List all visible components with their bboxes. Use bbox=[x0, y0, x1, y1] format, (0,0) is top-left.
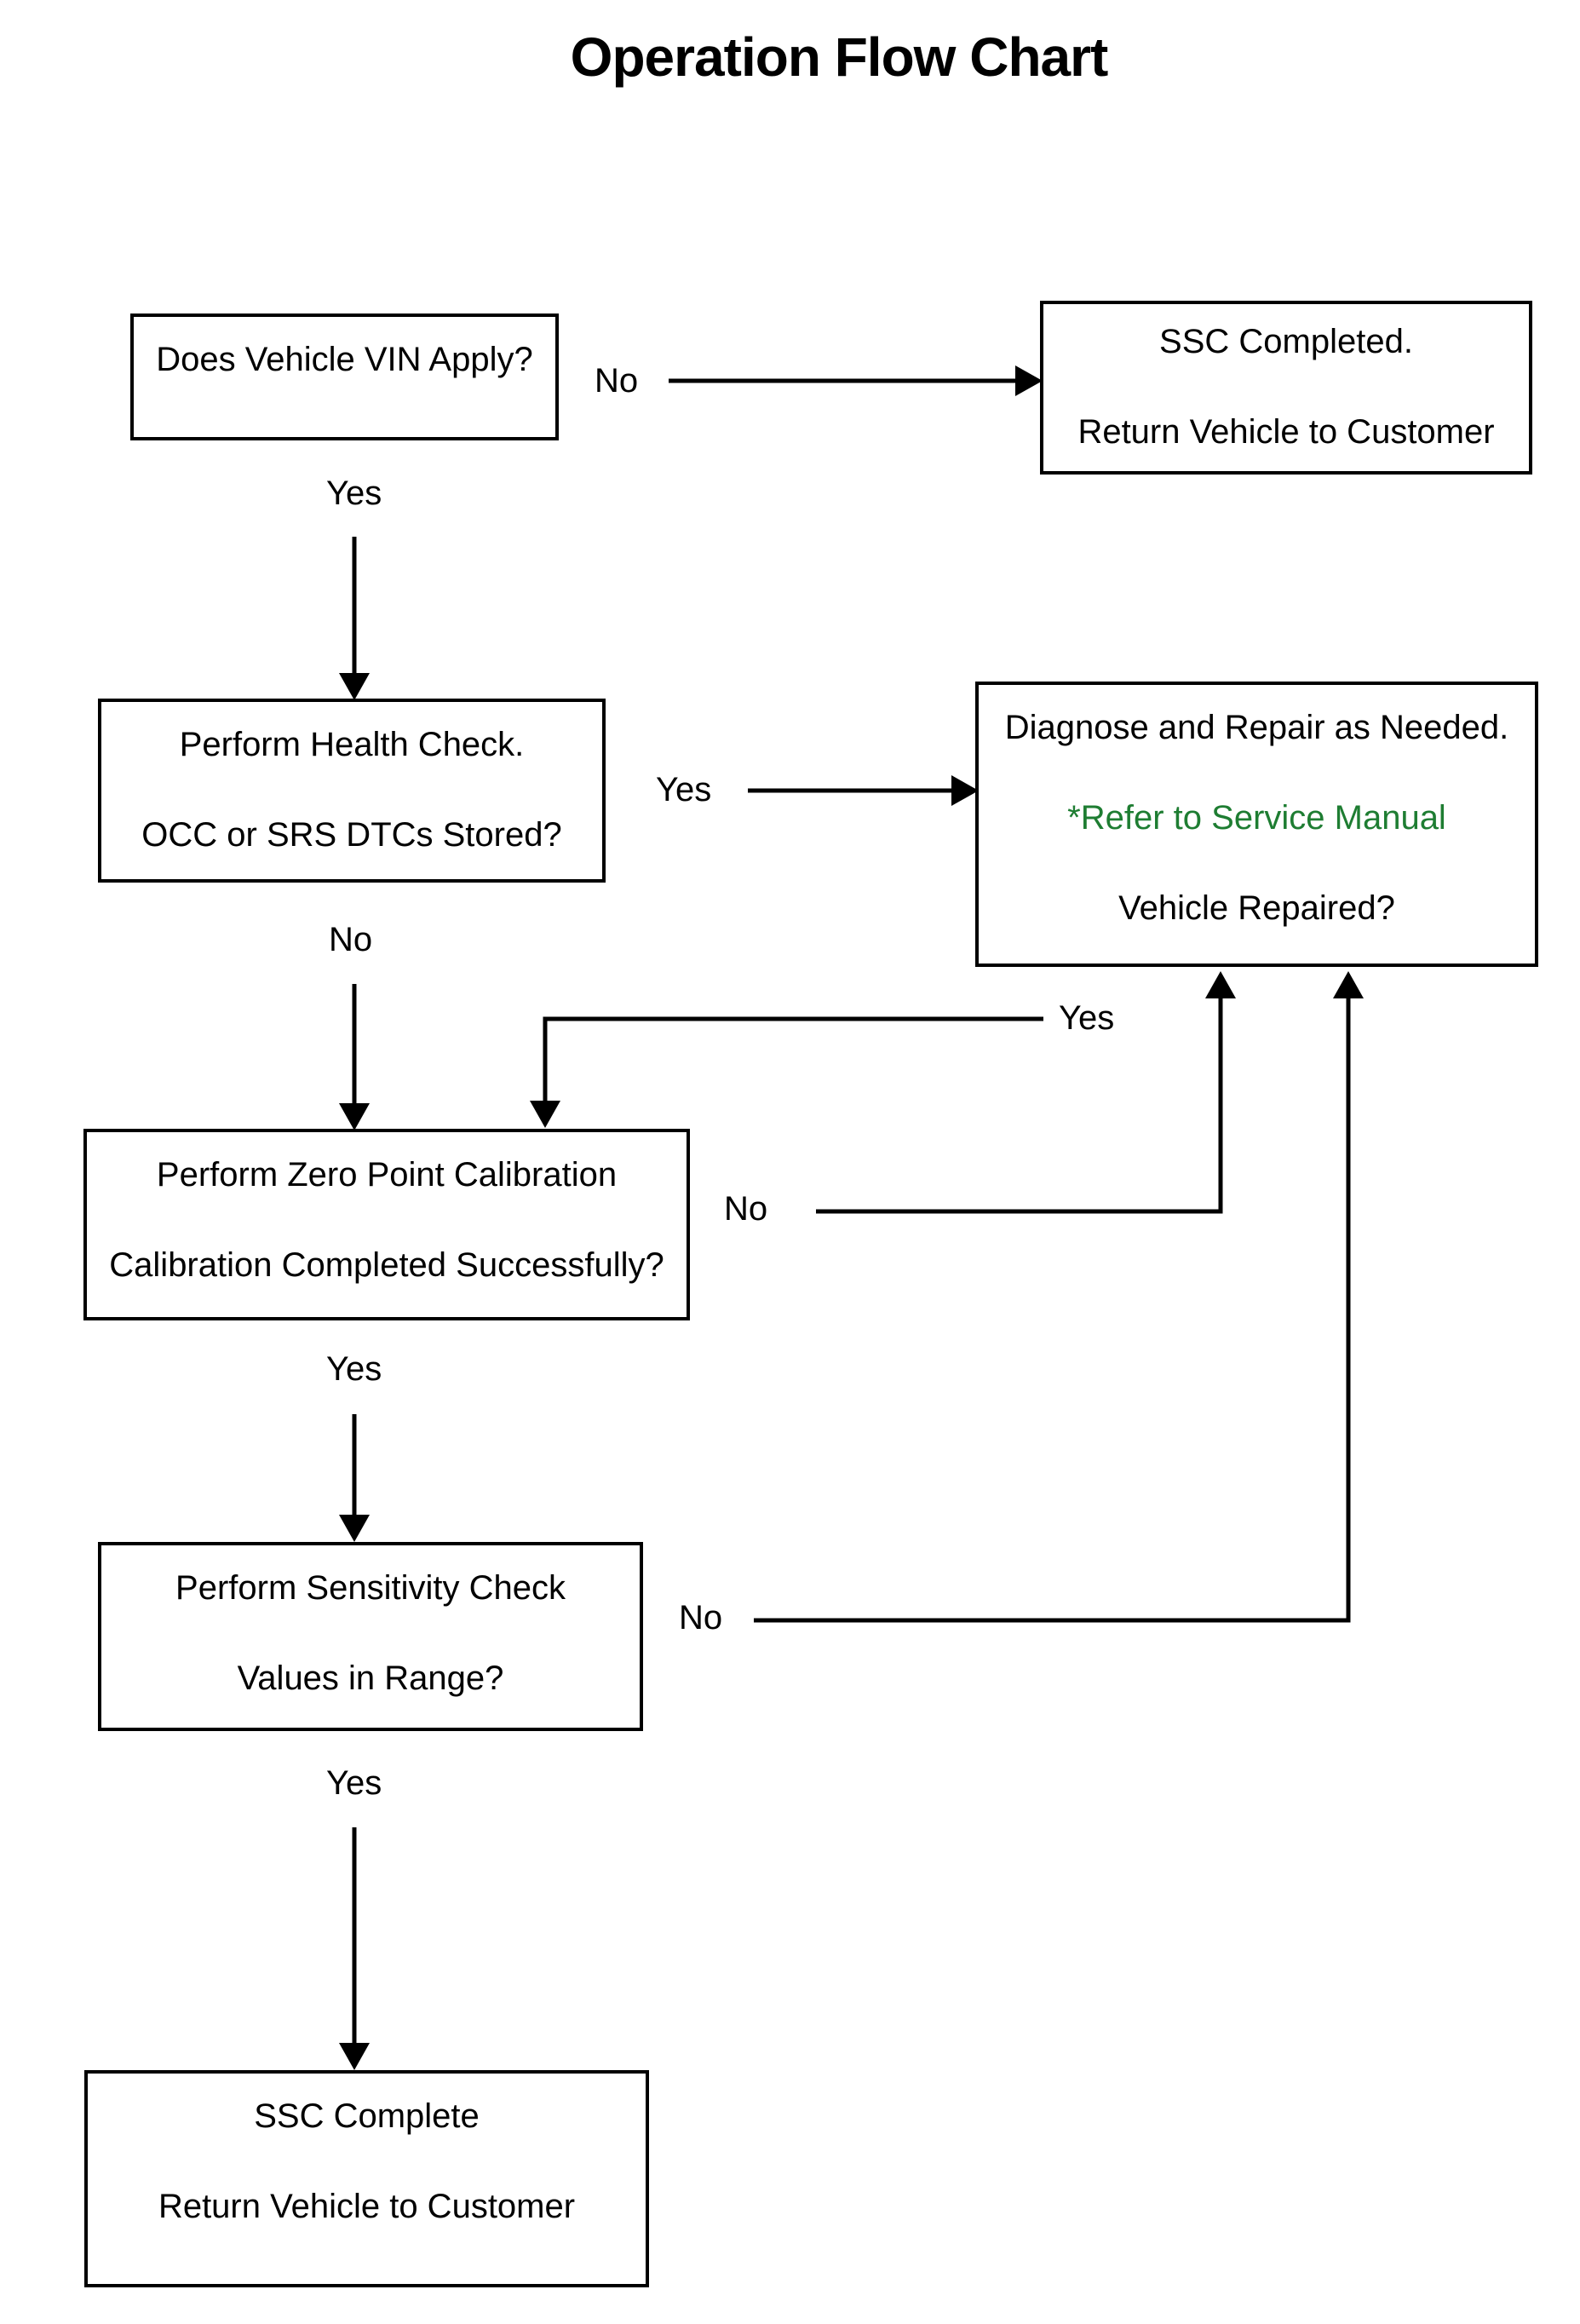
label-vin-yes: Yes bbox=[326, 475, 382, 512]
label-health-yes: Yes bbox=[656, 771, 712, 808]
node-diagnose-line1: Diagnose and Repair as Needed. bbox=[1004, 709, 1509, 746]
label-sensitivity-no: No bbox=[679, 1599, 723, 1637]
node-ssc-complete-bottom: SSC Complete Return Vehicle to Customer bbox=[84, 2070, 649, 2287]
node-ssc-complete-line1: SSC Complete bbox=[254, 2097, 480, 2135]
node-calibration-line2: Calibration Completed Successfully? bbox=[109, 1246, 664, 1284]
node-ssc-completed-line2: Return Vehicle to Customer bbox=[1077, 413, 1495, 451]
label-calibration-yes: Yes bbox=[326, 1350, 382, 1388]
node-calibration-line1: Perform Zero Point Calibration bbox=[156, 1156, 618, 1194]
node-diagnose-line3: Vehicle Repaired? bbox=[1118, 889, 1395, 927]
node-ssc-complete-line2: Return Vehicle to Customer bbox=[158, 2188, 576, 2225]
node-ssc-completed-line1: SSC Completed. bbox=[1159, 323, 1413, 360]
edge-repaired-yes-arrow bbox=[530, 1016, 1043, 1128]
edge-calibration-no-arrow bbox=[816, 971, 1236, 1214]
edge-health-no-arrow bbox=[339, 984, 370, 1130]
node-diagnose-line2-green: *Refer to Service Manual bbox=[1067, 799, 1446, 837]
node-health-check-line1: Perform Health Check. bbox=[179, 726, 525, 763]
edge-sensitivity-yes-arrow bbox=[339, 1827, 370, 2070]
node-zero-point-calibration: Perform Zero Point Calibration Calibrati… bbox=[83, 1129, 690, 1320]
label-health-no: No bbox=[329, 921, 373, 958]
page-title: Operation Flow Chart bbox=[570, 26, 1109, 88]
node-vin-check-text: Does Vehicle VIN Apply? bbox=[156, 341, 533, 378]
label-vin-no: No bbox=[595, 362, 639, 400]
edge-vin-no-arrow bbox=[669, 365, 1043, 396]
label-repaired-yes: Yes bbox=[1059, 999, 1115, 1037]
edge-calibration-yes-arrow bbox=[339, 1414, 370, 1542]
edge-health-yes-arrow bbox=[748, 775, 979, 806]
label-sensitivity-yes: Yes bbox=[326, 1764, 382, 1802]
node-sensitivity-check: Perform Sensitivity Check Values in Rang… bbox=[98, 1542, 643, 1731]
node-diagnose-repair: Diagnose and Repair as Needed. *Refer to… bbox=[975, 682, 1538, 967]
node-health-check: Perform Health Check. OCC or SRS DTCs St… bbox=[98, 699, 606, 883]
node-sensitivity-line1: Perform Sensitivity Check bbox=[175, 1569, 566, 1607]
node-health-check-line2: OCC or SRS DTCs Stored? bbox=[141, 816, 562, 854]
node-vin-check: Does Vehicle VIN Apply? bbox=[130, 314, 559, 440]
edge-sensitivity-no-arrow bbox=[754, 971, 1364, 1623]
node-ssc-completed-top: SSC Completed. Return Vehicle to Custome… bbox=[1040, 301, 1532, 475]
edge-vin-yes-arrow bbox=[339, 537, 370, 700]
node-sensitivity-line2: Values in Range? bbox=[237, 1660, 504, 1697]
label-calibration-no: No bbox=[724, 1190, 768, 1228]
